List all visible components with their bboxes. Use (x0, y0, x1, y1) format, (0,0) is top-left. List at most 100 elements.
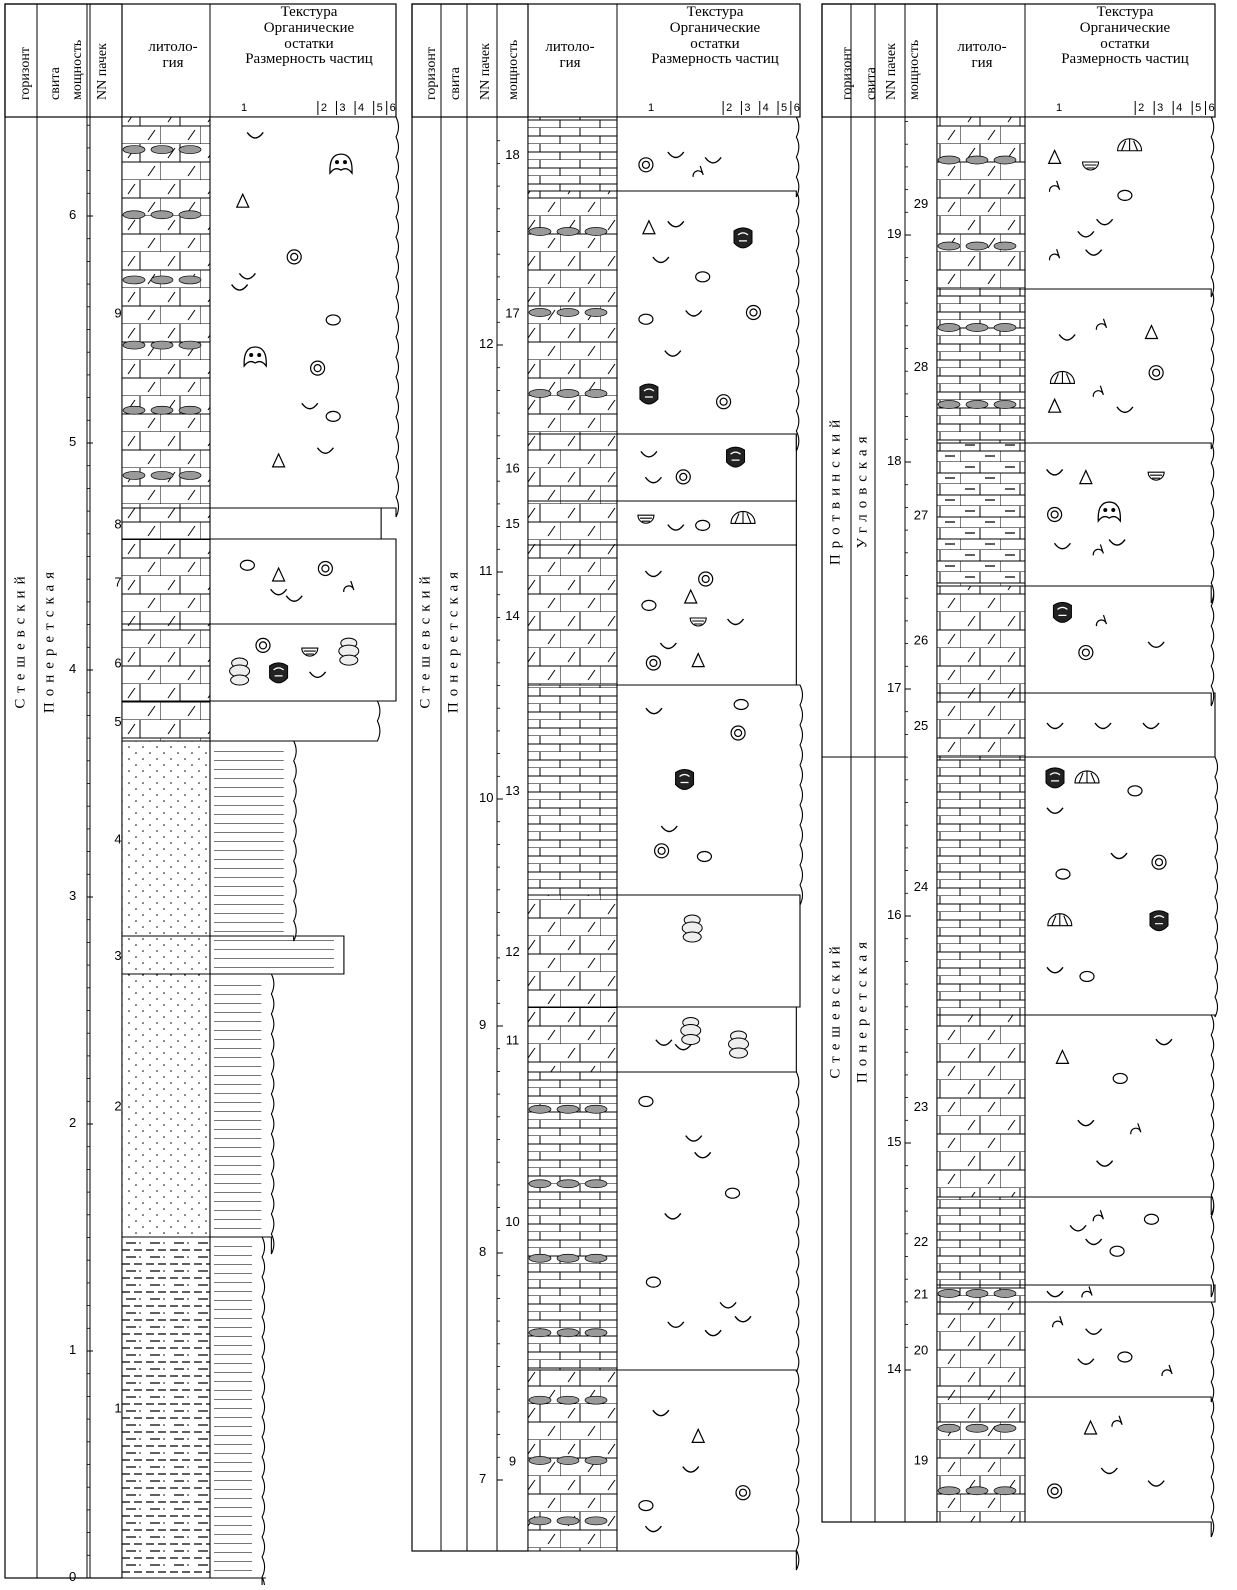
chert-nodule (557, 1396, 579, 1404)
depth-tick-label: 4 (69, 661, 76, 676)
chert-nodule (151, 406, 173, 414)
bed-10: 10 (505, 1072, 799, 1372)
bed-number: 2 (114, 1099, 121, 1114)
chert-nodule (938, 401, 960, 409)
bed-number: 11 (506, 1033, 520, 1048)
bed-22: 22 (914, 1197, 1214, 1297)
depth-tick-label: 8 (479, 1244, 486, 1259)
bed-17: 17 (505, 191, 799, 451)
header-suite: свита (864, 20, 880, 100)
chert-nodule (529, 1457, 551, 1465)
lithology-fill (122, 624, 210, 701)
chert-nodule (938, 1424, 960, 1432)
lamination (214, 745, 284, 932)
texture-grain-profile (617, 1007, 796, 1072)
texture-grain-profile (210, 701, 380, 741)
lithology-fill (937, 289, 1025, 443)
bed-number: 23 (914, 1099, 928, 1114)
bed-16: 16 (505, 434, 796, 501)
chert-nodule (179, 276, 201, 284)
bed-number: 18 (505, 147, 519, 162)
bed-number: 9 (114, 306, 121, 321)
header-grain: Размерность частиц (620, 52, 810, 68)
grain-scale-label: 3 (744, 102, 750, 114)
texture-grain-profile (1025, 586, 1214, 706)
coil-fossil-icon (339, 638, 359, 665)
lamination (214, 1241, 252, 1574)
grain-scale-label: 4 (763, 102, 769, 114)
bed-number: 15 (505, 516, 519, 531)
grain-scale-label: 4 (358, 102, 364, 114)
header-organic: Органические (210, 21, 408, 37)
section-column-3: 1234561920212223242526272829 (822, 4, 1218, 1537)
chert-nodule (938, 1487, 960, 1495)
header-remains: остатки (620, 37, 810, 53)
chert-nodule (123, 146, 145, 154)
chert-nodule (557, 309, 579, 317)
coil-fossil-icon (681, 1018, 701, 1045)
fist-fossil-icon (676, 770, 694, 790)
bed-number: 22 (914, 1234, 928, 1249)
grain-scale-label: 3 (339, 102, 345, 114)
lithology-fill (937, 1015, 1025, 1197)
header-remains: остатки (210, 37, 408, 53)
grain-scale-label: 6 (794, 102, 800, 114)
grain-scale-label: 5 (781, 102, 787, 114)
lithology-fill (528, 434, 617, 501)
depth-tick-label: 2 (69, 1115, 76, 1130)
lithology-fill (528, 117, 617, 191)
bed-8: 8 (114, 508, 381, 539)
fist-fossil-icon (727, 447, 745, 467)
bed-9: 9 (114, 117, 398, 517)
lithology-fill (937, 117, 1025, 289)
horizon-label: Стешевский (828, 890, 845, 1130)
texture-grain-profile (1025, 693, 1215, 757)
chert-nodule (966, 324, 988, 332)
bed-number: 13 (505, 783, 519, 798)
chert-nodule (529, 1180, 551, 1188)
bed-number: 9 (509, 1454, 516, 1469)
suite-label: Понеретская (42, 520, 59, 760)
bed-number: 12 (505, 944, 519, 959)
lithology-fill (528, 501, 617, 545)
bed-number: 6 (114, 656, 121, 671)
grain-scale-label: 2 (726, 102, 732, 114)
header-thickness: мощность (506, 20, 522, 100)
lithology-fill (937, 1197, 1025, 1285)
chert-nodule (529, 1517, 551, 1525)
chert-nodule (179, 211, 201, 219)
depth-tick-label: 14 (887, 1361, 901, 1376)
fist-fossil-icon (640, 384, 658, 404)
chert-nodule (585, 1254, 607, 1262)
lithology-fill (122, 936, 210, 974)
texture-grain-profile (1025, 757, 1218, 1017)
texture-grain-profile (617, 434, 796, 501)
lithology-fill (937, 757, 1025, 1015)
chert-nodule (151, 471, 173, 479)
chert-nodule (966, 1290, 988, 1298)
bed-15: 15 (505, 501, 796, 545)
bed-2: 2 (114, 974, 273, 1254)
depth-tick-label: 0 (69, 1569, 76, 1584)
header-thickness: мощность (907, 20, 923, 100)
texture-grain-profile (1025, 1015, 1214, 1215)
bed-number: 19 (914, 1453, 928, 1468)
header-texture-block: Текстура Органические остатки Размерност… (620, 5, 810, 68)
grain-scale-label: 2 (1138, 102, 1144, 114)
bed-28: 28 (914, 289, 1214, 449)
bed-number: 25 (914, 718, 928, 733)
header-organic: Органические (1030, 21, 1220, 37)
chert-nodule (994, 1290, 1016, 1298)
header-lithology: литоло- гия (947, 40, 1017, 72)
header-texture-block: Текстура Органические остатки Размерност… (1030, 5, 1220, 68)
lithology-fill (528, 685, 617, 895)
grain-scale-label: 1 (648, 102, 654, 114)
bed-number: 10 (505, 1214, 519, 1229)
depth-tick-label: 16 (887, 907, 901, 922)
chert-nodule (557, 1105, 579, 1113)
bed-number: 17 (505, 306, 519, 321)
lithology-fill (528, 895, 617, 1007)
